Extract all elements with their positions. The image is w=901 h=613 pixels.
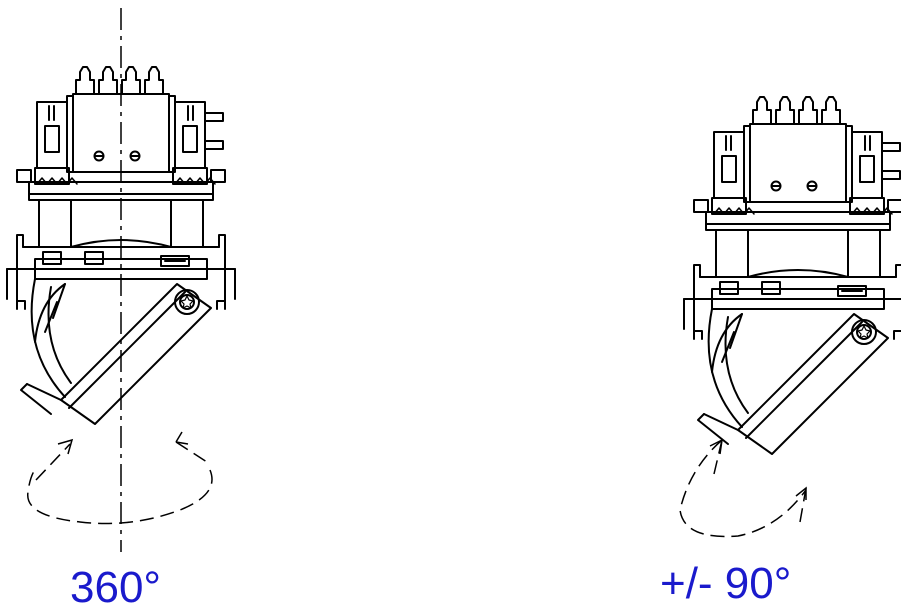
swivel-arrows-icon bbox=[679, 439, 807, 538]
rotation-arrows-icon bbox=[27, 441, 213, 525]
right-gripper-view bbox=[679, 96, 901, 538]
swivel-90-label: +/- 90° bbox=[660, 559, 792, 608]
rotation-360-label: 360° bbox=[70, 563, 162, 612]
left-gripper-view bbox=[6, 8, 236, 552]
